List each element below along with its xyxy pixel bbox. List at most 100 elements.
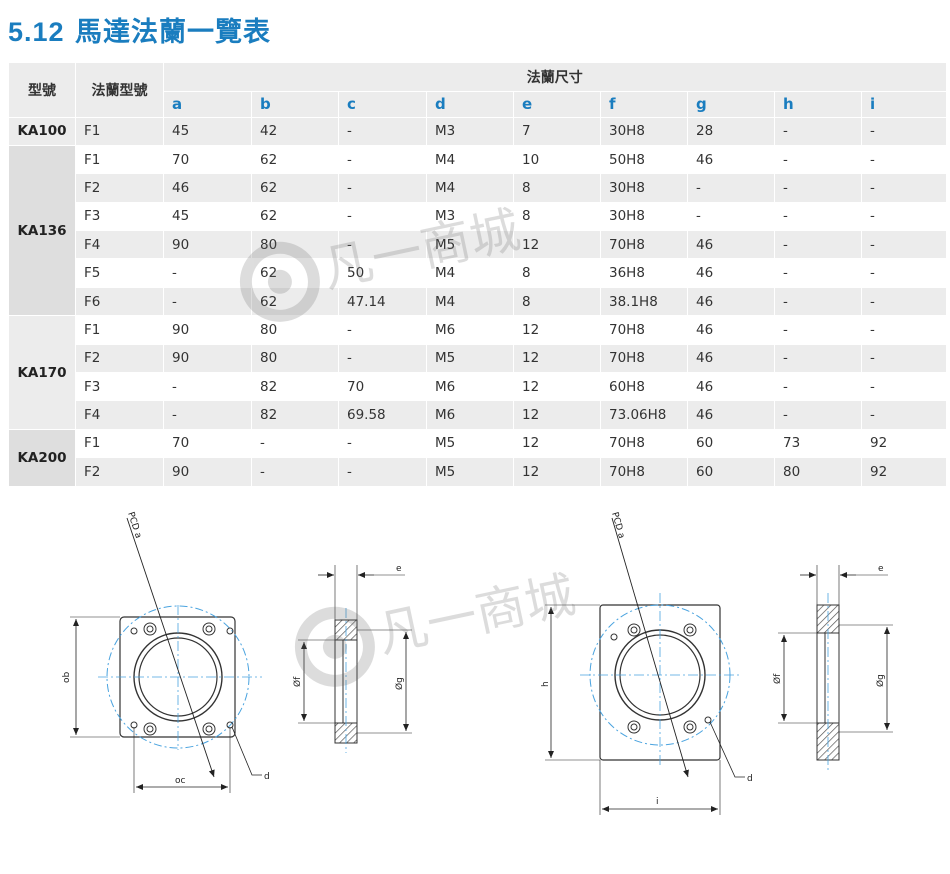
dim-cell-h: - xyxy=(774,372,862,402)
dim-cell-f: 70H8 xyxy=(600,429,688,459)
flange-cell: F1 xyxy=(75,145,164,175)
header-dim-b: b xyxy=(251,91,339,118)
header-dim-h: h xyxy=(774,91,862,118)
flange-cell: F6 xyxy=(75,287,164,317)
label-phi-g-right: Øg xyxy=(875,674,886,687)
dim-cell-b: - xyxy=(251,457,339,487)
header-dim-f: f xyxy=(600,91,688,118)
dim-cell-c: - xyxy=(338,344,427,374)
dim-cell-a: 45 xyxy=(163,202,252,232)
dim-cell-a: 70 xyxy=(163,429,252,459)
dim-cell-f: 30H8 xyxy=(600,173,688,203)
dim-cell-b: 62 xyxy=(251,173,339,203)
dim-cell-f: 70H8 xyxy=(600,457,688,487)
dim-cell-i: - xyxy=(860,372,946,402)
dim-cell-i: 92 xyxy=(860,429,946,459)
dim-cell-b: 62 xyxy=(251,287,339,317)
dim-cell-e: 8 xyxy=(513,258,601,288)
dim-cell-f: 73.06H8 xyxy=(600,400,688,430)
dim-cell-i: - xyxy=(860,230,946,260)
side-view-right: e Øf Øg xyxy=(772,564,893,770)
label-phi-f-right: Øf xyxy=(772,673,783,684)
dim-cell-i: - xyxy=(860,145,946,175)
label-e-right: e xyxy=(878,564,884,574)
dim-cell-h: - xyxy=(774,315,862,345)
dim-cell-i: - xyxy=(860,173,946,203)
dim-cell-g: 28 xyxy=(687,117,775,146)
dim-cell-d: M4 xyxy=(426,173,514,203)
flange-cell: F3 xyxy=(75,372,164,402)
dim-cell-c: 50 xyxy=(338,258,427,288)
dim-cell-f: 70H8 xyxy=(600,315,688,345)
dim-cell-d: M4 xyxy=(426,145,514,175)
dim-cell-b: 80 xyxy=(251,230,339,260)
label-pcd-left: PCD a xyxy=(125,511,143,540)
dim-cell-c: - xyxy=(338,315,427,345)
flange-cell: F1 xyxy=(75,429,164,459)
dim-cell-a: - xyxy=(163,258,252,288)
dim-cell-i: - xyxy=(860,287,946,317)
dim-cell-i: - xyxy=(860,344,946,374)
dim-cell-e: 12 xyxy=(513,315,601,345)
dim-cell-g: 46 xyxy=(687,344,775,374)
dim-cell-a: 90 xyxy=(163,230,252,260)
dim-cell-h: - xyxy=(774,173,862,203)
drawings-area: PCD a ob oc d e Øf Øg xyxy=(0,495,950,870)
model-cell: KA136 xyxy=(8,145,76,317)
dim-cell-i: - xyxy=(860,315,946,345)
flange-cell: F4 xyxy=(75,400,164,430)
front-view-right: PCD a h i d xyxy=(541,511,753,815)
model-cell: KA100 xyxy=(8,117,76,146)
dim-cell-h: 80 xyxy=(774,457,862,487)
dim-cell-a: 90 xyxy=(163,315,252,345)
dim-cell-e: 10 xyxy=(513,145,601,175)
dim-cell-e: 12 xyxy=(513,457,601,487)
dim-cell-h: - xyxy=(774,258,862,288)
dim-cell-e: 8 xyxy=(513,202,601,232)
dim-cell-a: 70 xyxy=(163,145,252,175)
dim-cell-h: - xyxy=(774,230,862,260)
label-pcd-right: PCD a xyxy=(609,511,626,540)
header-dim-i: i xyxy=(860,91,946,118)
dim-cell-c: 47.14 xyxy=(338,287,427,317)
flange-drawings: PCD a ob oc d e Øf Øg xyxy=(62,511,893,815)
dim-cell-g: 46 xyxy=(687,315,775,345)
dim-cell-a: 46 xyxy=(163,173,252,203)
dim-cell-g: 60 xyxy=(687,429,775,459)
label-h: h xyxy=(541,681,551,687)
label-i: i xyxy=(656,797,659,807)
flange-cell: F3 xyxy=(75,202,164,232)
dim-cell-c: - xyxy=(338,202,427,232)
flange-cell: F1 xyxy=(75,315,164,345)
header-flange: 法蘭型號 xyxy=(75,63,164,118)
dim-cell-a: - xyxy=(163,287,252,317)
dim-cell-h: - xyxy=(774,287,862,317)
label-phi-g-left: Øg xyxy=(394,677,405,690)
label-ob: ob xyxy=(62,671,72,683)
dim-cell-i: - xyxy=(860,117,946,146)
front-view-left: PCD a ob oc d xyxy=(62,511,270,793)
dim-cell-d: M4 xyxy=(426,287,514,317)
dim-cell-a: 90 xyxy=(163,344,252,374)
dim-cell-b: 62 xyxy=(251,258,339,288)
dim-cell-i: 92 xyxy=(860,457,946,487)
dim-cell-b: 80 xyxy=(251,344,339,374)
dim-cell-a: - xyxy=(163,372,252,402)
title-text: 馬達法蘭一覽表 xyxy=(74,17,271,48)
header-dim-g: g xyxy=(687,91,775,118)
dim-cell-g: 46 xyxy=(687,372,775,402)
dim-cell-g: 46 xyxy=(687,400,775,430)
dim-cell-c: - xyxy=(338,429,427,459)
dim-cell-e: 12 xyxy=(513,344,601,374)
label-d-right: d xyxy=(747,774,753,784)
dim-cell-d: M4 xyxy=(426,258,514,288)
dim-cell-g: - xyxy=(687,173,775,203)
dim-cell-i: - xyxy=(860,202,946,232)
